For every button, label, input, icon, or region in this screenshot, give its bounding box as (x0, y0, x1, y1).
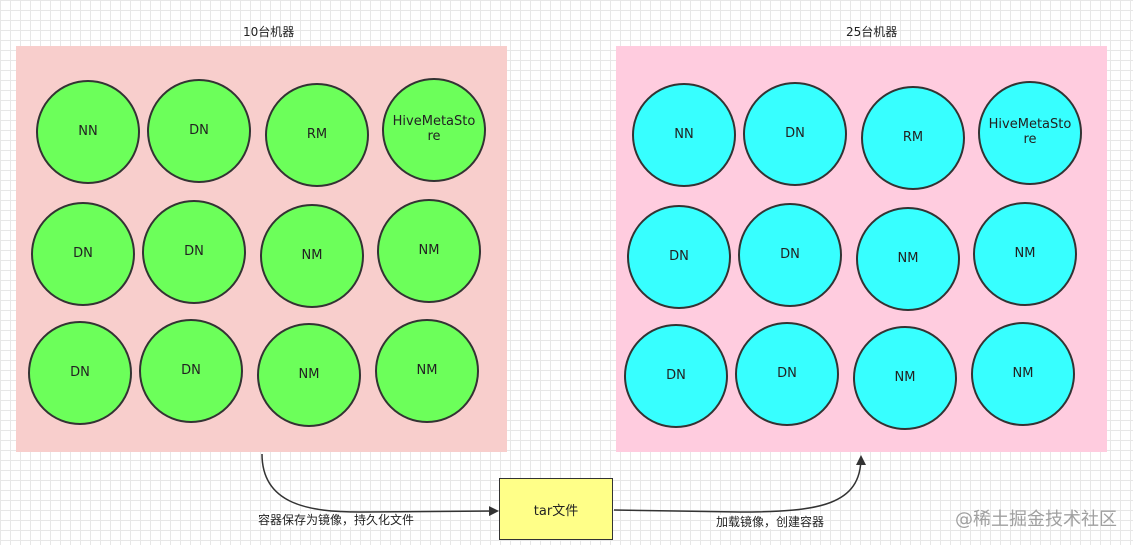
watermark: @稀土掘金技术社区 (955, 509, 1117, 530)
right-node-dn: DN (738, 203, 842, 307)
left-node-nn: NN (36, 80, 140, 184)
left-node-dn: DN (139, 319, 243, 423)
right-node-dn: DN (624, 324, 728, 428)
right-node-dn: DN (735, 322, 839, 426)
left-node-hivemetastore: HiveMetaStore (382, 78, 486, 182)
right-node-dn: DN (743, 82, 847, 186)
right-node-nm: NM (973, 202, 1077, 306)
left-node-nm: NM (375, 319, 479, 423)
right-node-nm: NM (853, 326, 957, 430)
left-cluster-title: 10台机器 (243, 25, 295, 39)
load-arrow (613, 455, 866, 513)
left-node-nm: NM (377, 199, 481, 303)
left-node-nm: NM (257, 323, 361, 427)
left-node-dn: DN (147, 79, 251, 183)
left-node-dn: DN (31, 202, 135, 306)
left-node-rm: RM (265, 83, 369, 187)
left-node-nm: NM (260, 204, 364, 308)
tar-file-box: tar文件 (499, 478, 613, 540)
right-node-hivemetastore: HiveMetaStore (978, 81, 1082, 185)
right-node-rm: RM (861, 86, 965, 190)
right-node-nm: NM (856, 207, 960, 311)
left-node-dn: DN (28, 321, 132, 425)
right-cluster-title: 25台机器 (846, 25, 898, 39)
right-node-nm: NM (971, 322, 1075, 426)
load-edge-label: 加载镜像，创建容器 (716, 515, 825, 529)
save-arrow (261, 453, 499, 517)
right-node-nn: NN (632, 83, 736, 187)
left-node-dn: DN (142, 200, 246, 304)
right-node-dn: DN (627, 205, 731, 309)
save-edge-label: 容器保存为镜像，持久化文件 (258, 513, 415, 527)
